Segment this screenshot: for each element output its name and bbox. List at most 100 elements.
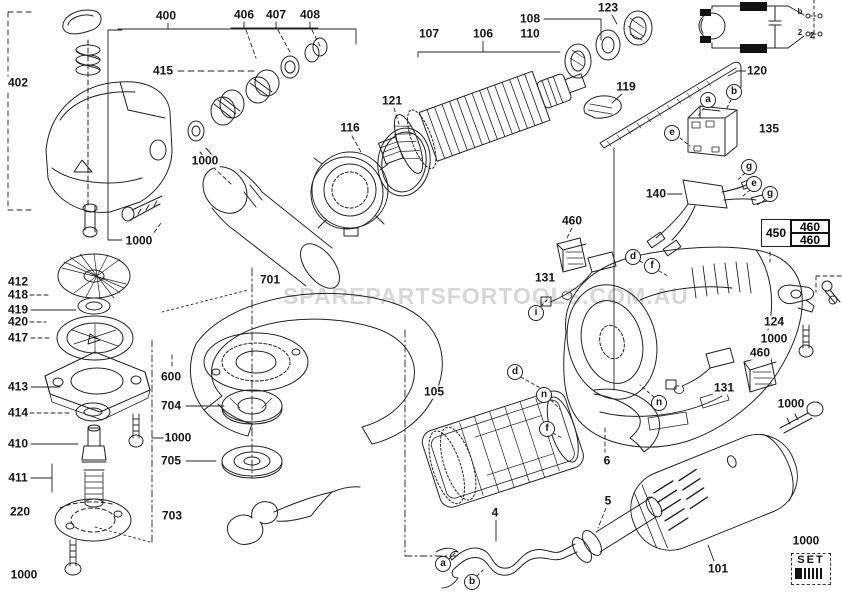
screw-1000-left	[128, 413, 144, 448]
gear-housing	[45, 81, 173, 238]
callout-135: 135	[757, 121, 781, 136]
armature-107	[378, 70, 587, 174]
warning-triangle	[73, 159, 93, 173]
callout-131: 131	[712, 380, 736, 395]
brush-holder-460-left	[556, 237, 587, 273]
callout-121: 121	[380, 93, 404, 108]
refbox-460-bottom: 460	[790, 233, 830, 247]
callout-101: 101	[706, 561, 730, 576]
baffle-6	[593, 388, 660, 453]
callout-124: 124	[762, 314, 786, 329]
callout-419: 419	[6, 302, 30, 317]
screw-1000-motor-housing	[779, 401, 824, 434]
key-119	[583, 95, 622, 119]
spindle-410-411	[81, 424, 107, 508]
callout-b: b	[797, 7, 803, 16]
bevel-gear-set	[187, 37, 328, 142]
callout-2: 2	[809, 31, 815, 40]
spring-washers	[75, 39, 101, 206]
bearing-110	[564, 43, 592, 79]
callout-120: 120	[745, 63, 769, 78]
cable-4	[435, 543, 578, 589]
brush-symbol	[700, 9, 711, 16]
callout-412: 412	[6, 274, 30, 289]
callout-1000: 1000	[124, 233, 154, 248]
screw-1000-gearcase	[121, 195, 163, 222]
field-coil-symbol	[740, 2, 767, 11]
set-box: SET	[791, 553, 831, 585]
callout-460: 460	[748, 345, 772, 360]
switch-135	[687, 105, 738, 157]
clamp-nut-220	[54, 498, 132, 542]
callout-b: b	[464, 574, 480, 590]
field-coil-symbol	[740, 44, 767, 53]
brush-symbol	[700, 36, 711, 43]
callout-417: 417	[6, 330, 30, 345]
callout-400: 400	[154, 8, 178, 23]
callout-408: 408	[298, 7, 322, 22]
callout-704: 704	[159, 398, 183, 413]
callout-b: b	[726, 84, 742, 100]
callout-705: 705	[159, 453, 183, 468]
set-label: SET	[797, 554, 825, 566]
callout-e: e	[664, 125, 680, 141]
ring-123	[623, 10, 653, 46]
construction-lines	[7, 11, 842, 577]
callout-g: g	[741, 159, 757, 175]
o-ring-121	[377, 127, 431, 197]
callout-1000: 1000	[9, 567, 39, 582]
callout-414: 414	[6, 405, 30, 420]
callout-1000: 1000	[190, 153, 220, 168]
callout-1000: 1000	[791, 533, 821, 548]
callout-406: 406	[232, 7, 256, 22]
callout-a: a	[435, 556, 451, 572]
bearing-clamp-124	[777, 284, 815, 358]
callout-220: 220	[8, 504, 32, 519]
callout-116: 116	[339, 120, 361, 135]
callout-703: 703	[160, 508, 184, 523]
gearcase-cover	[62, 9, 102, 35]
callout-107: 107	[417, 26, 441, 41]
callout-e: e	[746, 176, 762, 192]
callout-f: f	[644, 258, 660, 274]
motor-housing-101	[630, 433, 798, 551]
callout-402: 402	[6, 75, 30, 90]
callout-d: d	[507, 364, 523, 380]
callout-411: 411	[7, 470, 29, 485]
callout-110: 110	[519, 26, 541, 41]
callout-n: n	[536, 387, 552, 403]
wrench-703	[227, 486, 361, 545]
callout-418: 418	[6, 287, 30, 302]
harness-140	[646, 177, 768, 257]
callout-410: 410	[6, 436, 30, 451]
callout-413: 413	[6, 379, 30, 394]
flange-705	[221, 445, 283, 479]
callout-420: 420	[6, 314, 30, 329]
cord-sleeve-5	[571, 496, 663, 563]
refbox-450: 450	[761, 219, 790, 247]
callout-105: 105	[422, 384, 446, 399]
screws-right-edge	[821, 280, 841, 305]
callout-f: f	[539, 421, 555, 437]
callout-131: 131	[533, 270, 557, 285]
callout-119: 119	[615, 79, 637, 94]
motor-symbol	[698, 12, 726, 40]
ring-gear-417	[56, 315, 134, 361]
callout-460: 460	[560, 213, 584, 228]
refbox-460-top: 460	[790, 219, 830, 234]
callout-5: 5	[603, 493, 613, 508]
callout-415: 415	[151, 63, 175, 78]
callout-1000: 1000	[163, 430, 193, 445]
callout-600: 600	[159, 369, 183, 384]
capacitor-symbol	[768, 5, 782, 49]
callout-g: g	[762, 186, 778, 202]
reference-box-450-460: 450 460 460	[761, 219, 830, 247]
callout-140: 140	[644, 186, 668, 201]
side-handle	[199, 147, 340, 289]
callout-1000: 1000	[776, 396, 806, 411]
callout-1000: 1000	[759, 331, 789, 346]
callout-701: 701	[258, 272, 282, 287]
callout-a: a	[700, 92, 716, 108]
brush-131-right	[665, 347, 735, 394]
